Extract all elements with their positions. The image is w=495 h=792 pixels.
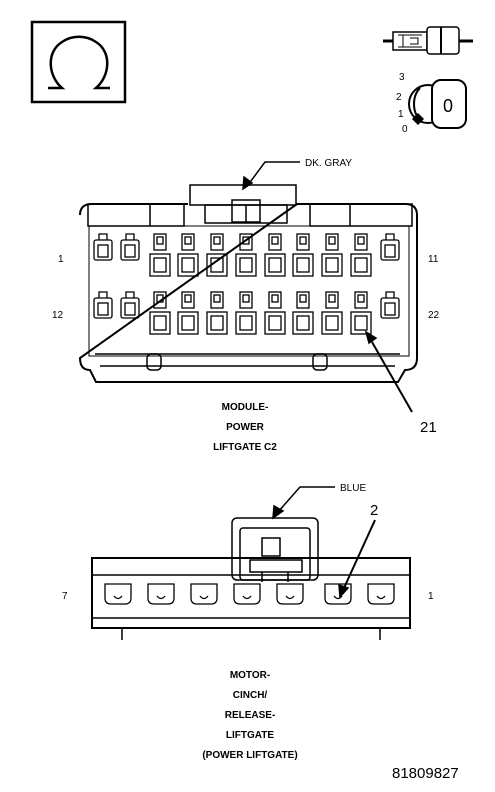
motor-pin-cavity — [276, 583, 304, 605]
c2-callout-pin: 21 — [420, 419, 437, 436]
c2-wire-color: DK. GRAY — [305, 158, 352, 169]
c2-name-line-3: LIFTGATE C2 — [213, 442, 277, 453]
c2-pin-1-label: 1 — [58, 254, 64, 265]
motor-pin-cavity — [324, 583, 352, 605]
motor-wire-color: BLUE — [340, 483, 366, 494]
c2-pin-12-label: 12 — [52, 310, 64, 321]
key-label: 0 — [443, 96, 453, 116]
module-power-liftgate-c2-connector: DK. GRAY 1 11 12 22 21 MODULE- POWER — [52, 158, 440, 453]
motor-pin-cavity — [233, 583, 261, 605]
c2-pin-cavity — [350, 291, 372, 335]
c2-pin-cavity — [149, 291, 171, 335]
c2-pin-cavities — [93, 233, 400, 335]
c2-pin-cavity — [93, 233, 113, 261]
c2-pin-cavity — [380, 291, 400, 319]
ohm-symbol-icon — [30, 20, 127, 104]
c2-pin-cavity — [235, 233, 257, 277]
motor-name-line-2: CINCH/ — [233, 690, 268, 701]
c2-pin-cavity — [149, 233, 171, 277]
c2-pin-cavity — [120, 291, 140, 319]
c2-pin-cavity — [206, 291, 228, 335]
c2-pin-cavity — [292, 233, 314, 277]
c2-pin-cavity — [177, 233, 199, 277]
c2-pin-cavity — [321, 291, 343, 335]
motor-callout-pin: 2 — [370, 502, 378, 519]
motor-cinch-release-liftgate-connector: BLUE 7 1 2 MOTOR- CINCH/ RELEASE- LIFTGA… — [62, 483, 434, 761]
c2-pin-cavity — [177, 291, 199, 335]
motor-pin-cavity — [367, 583, 395, 605]
motor-pin-7-label: 7 — [62, 591, 68, 602]
c2-pin-cavity — [380, 233, 400, 261]
figure-number: 81809827 — [392, 765, 459, 782]
c2-pin-cavity — [350, 233, 372, 277]
c2-pin-11-label: 11 — [428, 254, 439, 265]
motor-name-line-1: MOTOR- — [230, 670, 270, 681]
c2-pin-cavity — [120, 233, 140, 261]
c2-name-line-1: MODULE- — [222, 402, 269, 413]
c2-pin-cavity — [93, 291, 113, 319]
key-position-2: 2 — [396, 92, 402, 103]
motor-name-line-5: (POWER LIFTGATE) — [202, 750, 297, 761]
key-position-1: 1 — [398, 109, 404, 120]
c2-name-line-2: POWER — [226, 422, 265, 433]
motor-pin-cavity — [147, 583, 175, 605]
motor-name-line-3: RELEASE- — [225, 710, 276, 721]
ignition-key-icon: 3 2 1 0 0 — [396, 72, 467, 135]
c2-pin-cavity — [264, 233, 286, 277]
c2-pin-cavity — [321, 233, 343, 277]
c2-pin-cavity — [235, 291, 257, 335]
key-position-3: 3 — [399, 72, 405, 83]
motor-pin-cavity — [190, 583, 218, 605]
c2-pin-22-label: 22 — [428, 310, 440, 321]
key-position-0: 0 — [402, 124, 408, 135]
motor-name-line-4: LIFTGATE — [226, 730, 274, 741]
c2-pin-cavity — [264, 291, 286, 335]
c2-pin-cavity — [206, 233, 228, 277]
motor-pin-cavity — [104, 583, 132, 605]
connector-side-view-icon — [383, 26, 473, 55]
c2-pin-cavity — [292, 291, 314, 335]
motor-pin-cavities — [104, 583, 395, 605]
motor-pin-1-label: 1 — [428, 591, 434, 602]
